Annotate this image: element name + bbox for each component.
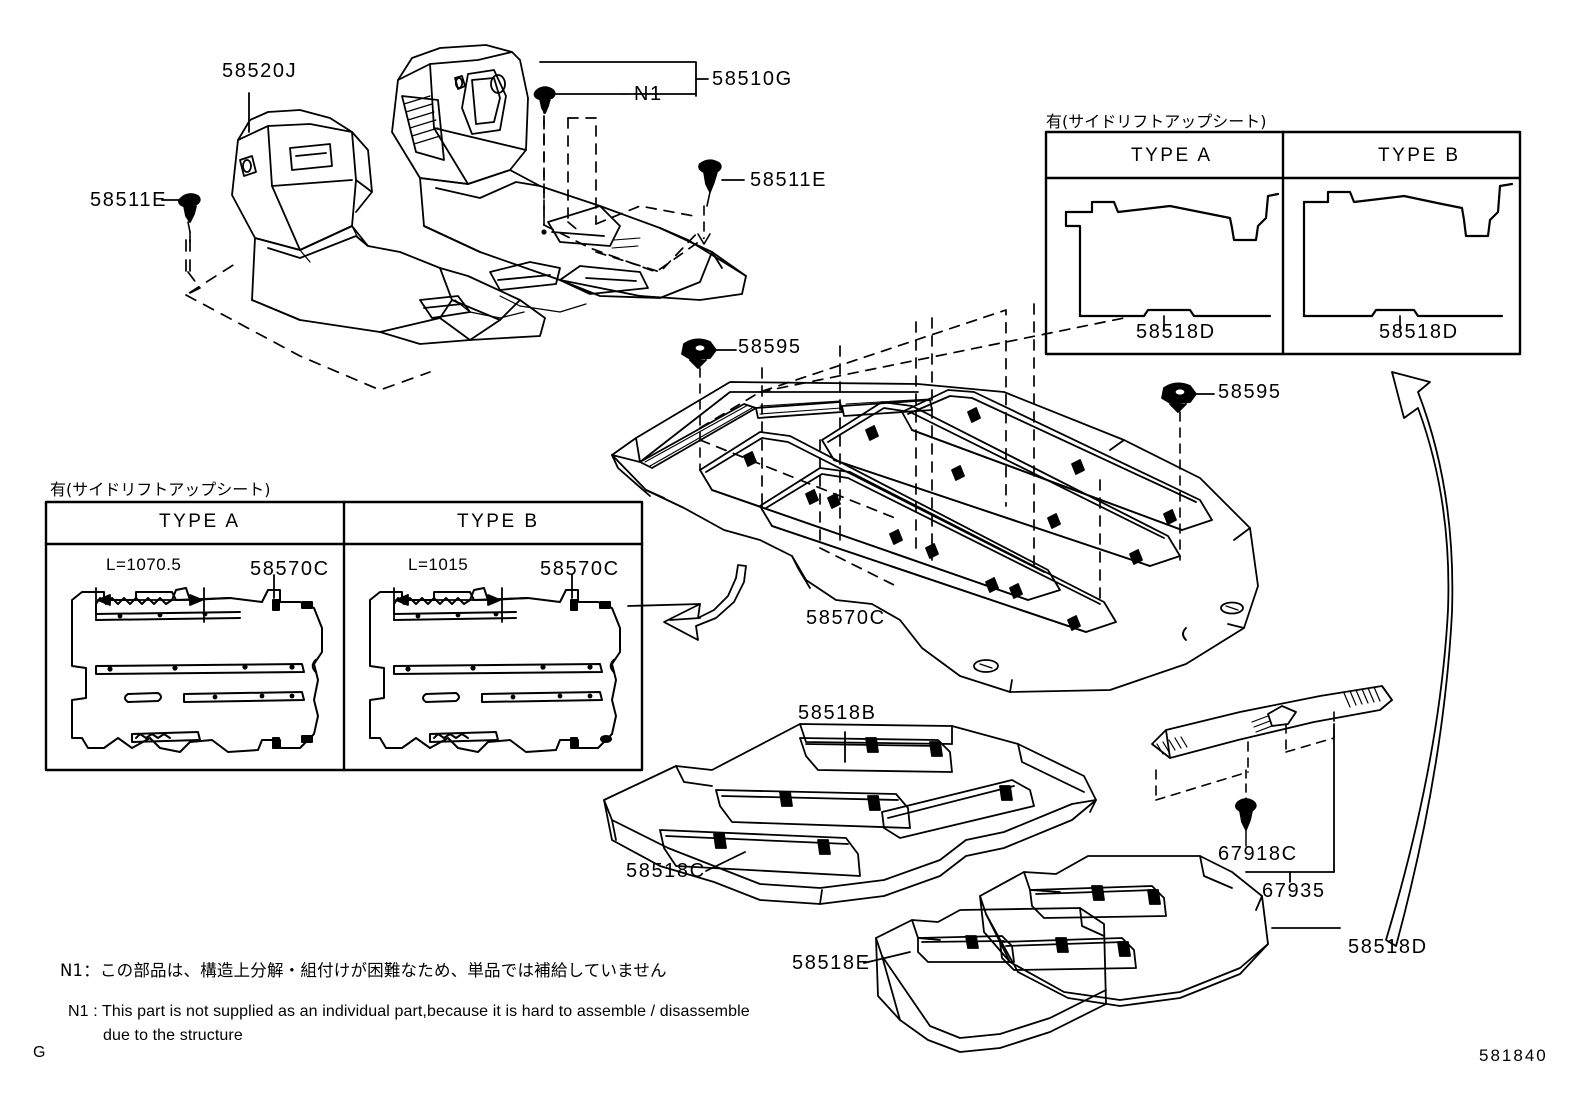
note-english-line2: due to the structure bbox=[103, 1027, 243, 1044]
inset-bottom-left-frame bbox=[44, 500, 644, 772]
clip-67918c-icon bbox=[1235, 798, 1257, 847]
clip-n1-icon bbox=[533, 86, 556, 114]
rotation-arrow-right bbox=[1385, 371, 1454, 947]
inset-bottom-left-dimension-a: L=1070.5 bbox=[106, 555, 182, 574]
drawing-number: 581840 bbox=[1479, 1046, 1548, 1065]
leader-58570c bbox=[669, 617, 701, 621]
part-label-58518b: 58518B bbox=[798, 702, 877, 724]
part-label-58518e: 58518E bbox=[792, 952, 871, 974]
console-trim-58520j-illustration bbox=[231, 109, 546, 345]
carpet-assembly-58510g-illustration bbox=[391, 44, 747, 319]
part-label-58595-left: 58595 bbox=[738, 336, 802, 358]
dashed-locator-scuff bbox=[1155, 711, 1335, 801]
inset-bl-typea-mat bbox=[71, 587, 323, 753]
note-english-line1: N1 : This part is not supplied as an ind… bbox=[68, 1003, 750, 1020]
silencer-58518bc-illustration bbox=[603, 723, 1097, 905]
clip-58595-left-icon bbox=[681, 338, 717, 369]
inset-bl-typea-dimension bbox=[95, 587, 205, 623]
inset-bl-typeb-mat bbox=[369, 587, 621, 753]
part-label-58520j: 58520J bbox=[222, 60, 298, 82]
dashed-locator-mat bbox=[699, 303, 1125, 603]
inset-bottom-left-dimension-b: L=1015 bbox=[408, 555, 469, 574]
part-label-58510g: 58510G bbox=[712, 68, 793, 90]
rotation-arrow-left bbox=[663, 564, 747, 641]
part-label-67918c: 67918C bbox=[1218, 843, 1298, 865]
part-label-58518d-main: 58518D bbox=[1348, 936, 1428, 958]
dashed-locator-center bbox=[543, 115, 705, 273]
clip-58595-right-icon bbox=[1161, 382, 1197, 413]
inset-bottom-left-part-b: 58570C bbox=[540, 558, 620, 580]
inset-top-right-header-type-a: TYPE A bbox=[1131, 145, 1213, 166]
inset-bottom-left-part-a: 58570C bbox=[250, 558, 330, 580]
mat-58518d-illustration bbox=[979, 855, 1269, 1007]
part-label-58595-right: 58595 bbox=[1218, 381, 1282, 403]
corner-mark: G bbox=[33, 1044, 46, 1061]
inset-bl-typeb-dimension bbox=[393, 587, 503, 623]
part-label-58518c: 58518C bbox=[626, 860, 706, 882]
scuff-plate-67935-illustration bbox=[1151, 685, 1393, 759]
mat-58518e-illustration bbox=[875, 907, 1107, 1053]
dashed-locator-left bbox=[185, 239, 431, 391]
leader-58518c bbox=[705, 851, 746, 872]
inset-tr-typea-profile bbox=[1064, 192, 1280, 318]
callout-n1: N1 bbox=[634, 83, 663, 105]
note-japanese: N1：この部品は、構造上分解・組付けが困難なため、単品では補給していません bbox=[60, 961, 667, 980]
part-label-58511e-left: 58511E bbox=[90, 189, 168, 211]
part-label-58570c-main: 58570C bbox=[806, 607, 886, 629]
part-label-67935: 67935 bbox=[1262, 880, 1326, 902]
leader-58518e bbox=[863, 951, 911, 964]
inset-bottom-left-header-type-a: TYPE A bbox=[159, 511, 241, 532]
inset-top-right-caption: 有(サイドリフトアップシート) bbox=[1046, 112, 1267, 131]
clip-58511e-right-icon bbox=[698, 159, 722, 207]
inset-bottom-left-header-type-b: TYPE B bbox=[457, 511, 540, 532]
inset-top-right-frame bbox=[1044, 130, 1522, 356]
inset-top-right-header-type-b: TYPE B bbox=[1378, 145, 1461, 166]
part-label-58511e-right: 58511E bbox=[750, 169, 828, 191]
clip-58511e-left-icon bbox=[178, 193, 201, 233]
inset-bottom-left-caption: 有(サイドリフトアップシート) bbox=[50, 480, 271, 499]
inset-top-right-part-a: 58518D bbox=[1136, 321, 1216, 343]
inset-tr-typeb-profile bbox=[1302, 182, 1514, 318]
inset-top-right-part-b: 58518D bbox=[1379, 321, 1459, 343]
floor-mat-58570c-illustration bbox=[611, 381, 1259, 693]
